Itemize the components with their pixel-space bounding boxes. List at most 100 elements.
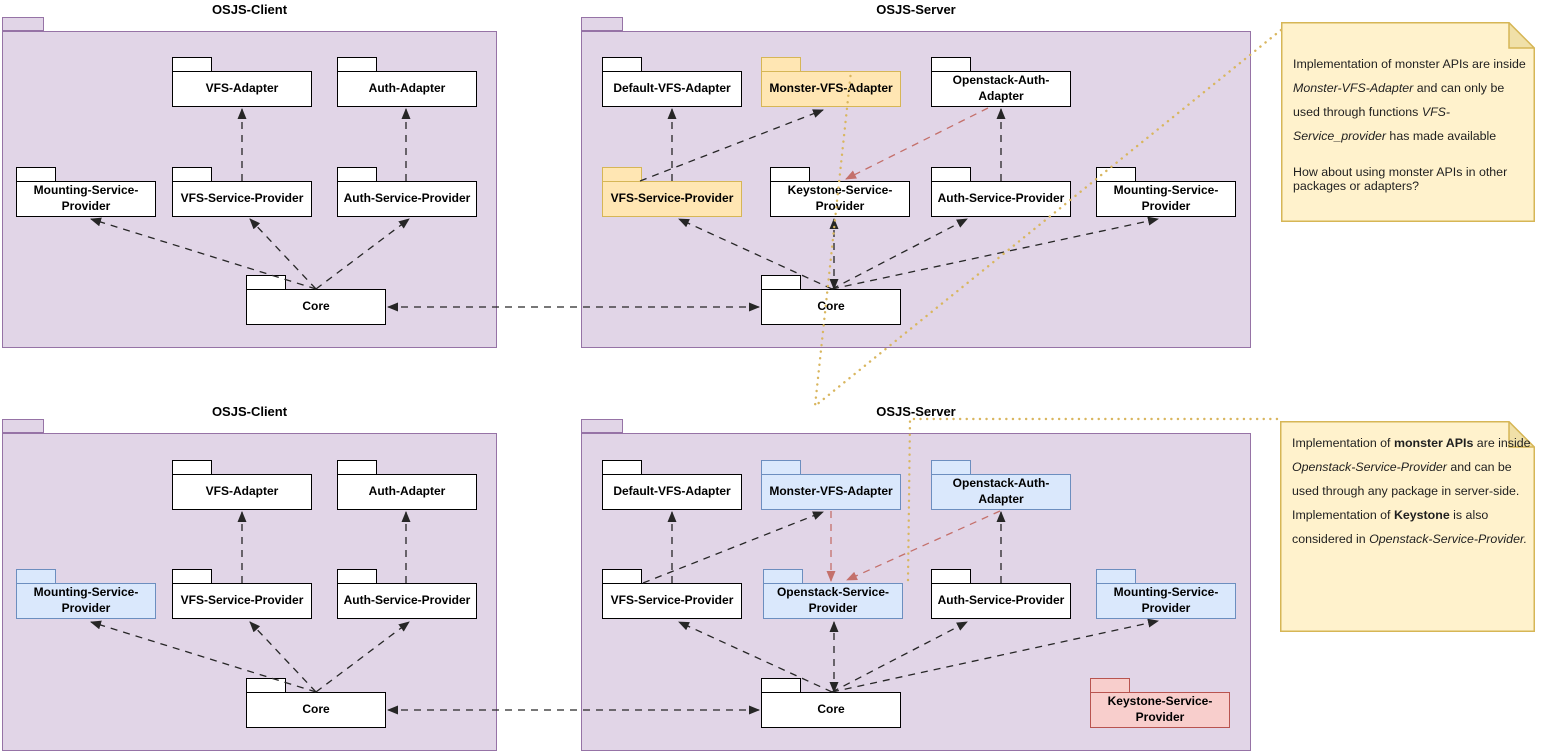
package-node-label: Openstack-Auth- Adapter: [952, 73, 1050, 103]
note-text-segment: monster APIs: [1393, 436, 1474, 450]
package-node-label: Default-VFS-Adapter: [613, 484, 731, 499]
package-container-tab: [581, 419, 623, 433]
package-node-keystone-service-provider: Keystone-Service- Provider: [770, 181, 910, 217]
note-text-segment: is also considered in: [1292, 508, 1489, 546]
package-node-core: Core: [246, 289, 386, 325]
diagram-title: OSJS-Client: [211, 2, 288, 17]
package-node-tab: [337, 460, 377, 475]
package-node-keystone-service-provider: Keystone-Service- Provider: [1090, 692, 1230, 728]
package-node-vfs-adapter: VFS-Adapter: [172, 71, 312, 107]
package-container-tab: [2, 17, 44, 31]
package-node-auth-adapter: Auth-Adapter: [337, 71, 477, 107]
package-node-mounting-service-provider: Mounting-Service- Provider: [16, 583, 156, 619]
package-node-vfs-service-provider: VFS-Service-Provider: [602, 583, 742, 619]
package-node-default-vfs-adapter: Default-VFS-Adapter: [602, 71, 742, 107]
note-text-segment: Monster-VFS-Adapter: [1293, 81, 1414, 95]
note-paragraph: How about using monster APIs in other pa…: [1293, 165, 1533, 193]
note-text-segment: Openstack-Service-Provider.: [1369, 532, 1528, 546]
package-node-core: Core: [761, 692, 901, 728]
package-node-tab: [931, 167, 971, 182]
package-node-vfs-service-provider: VFS-Service-Provider: [172, 181, 312, 217]
package-node-tab: [602, 569, 642, 584]
package-node-monster-vfs-adapter: Monster-VFS-Adapter: [761, 474, 901, 510]
package-node-auth-service-provider: Auth-Service-Provider: [337, 583, 477, 619]
package-node-tab: [602, 167, 642, 182]
package-node-label: Mounting-Service- Provider: [33, 585, 139, 615]
package-node-label: Openstack-Auth- Adapter: [952, 476, 1050, 506]
package-node-mounting-service-provider: Mounting-Service- Provider: [1096, 181, 1236, 217]
package-node-tab: [246, 678, 286, 693]
package-node-label: VFS-Service-Provider: [610, 191, 734, 206]
package-node-label: Mounting-Service- Provider: [1113, 183, 1219, 213]
package-node-tab: [931, 57, 971, 72]
package-node-label: Auth-Adapter: [368, 81, 446, 96]
package-node-label: Openstack-Service- Provider: [776, 585, 890, 615]
package-node-label: Auth-Service-Provider: [937, 593, 1065, 608]
package-node-tab: [172, 569, 212, 584]
note-text-segment: How about using monster APIs in other pa…: [1293, 165, 1508, 193]
package-node-tab: [1090, 678, 1130, 693]
package-node-core: Core: [246, 692, 386, 728]
package-node-label: Monster-VFS-Adapter: [769, 81, 893, 96]
note-text-segment: VFS-Service_provider: [1293, 105, 1451, 143]
note-shape: [1281, 22, 1535, 222]
package-node-tab: [761, 678, 801, 693]
note-text-segment: and can be used through any package in s…: [1292, 460, 1520, 522]
package-node-label: Keystone-Service- Provider: [1107, 694, 1213, 724]
package-node-vfs-adapter: VFS-Adapter: [172, 474, 312, 510]
diagram-title: OSJS-Server: [876, 2, 956, 17]
package-node-label: Core: [302, 299, 330, 314]
package-container-tab: [581, 17, 623, 31]
package-node-label: Core: [817, 299, 845, 314]
package-node-default-vfs-adapter: Default-VFS-Adapter: [602, 474, 742, 510]
package-node-tab: [337, 57, 377, 72]
package-node-label: Auth-Service-Provider: [343, 191, 471, 206]
package-node-tab: [761, 275, 801, 290]
package-node-tab: [337, 167, 377, 182]
package-node-auth-service-provider: Auth-Service-Provider: [337, 181, 477, 217]
package-node-label: Keystone-Service- Provider: [787, 183, 893, 213]
package-node-vfs-service-provider: VFS-Service-Provider: [602, 181, 742, 217]
note-text: Implementation of monster APIs are insid…: [1280, 421, 1535, 632]
package-node-tab: [761, 57, 801, 72]
package-node-label: VFS-Adapter: [205, 484, 279, 499]
note-text: Implementation of monster APIs are insid…: [1281, 22, 1535, 222]
package-node-label: VFS-Service-Provider: [610, 593, 734, 608]
note-folded-corner-icon: [1508, 22, 1535, 49]
diagram-title: OSJS-Client: [211, 404, 288, 419]
package-node-label: Auth-Adapter: [368, 484, 446, 499]
note-monster-apis-bottom: Implementation of monster APIs are insid…: [1280, 421, 1535, 632]
package-node-tab: [763, 569, 803, 584]
package-node-label: Default-VFS-Adapter: [613, 81, 731, 96]
package-node-core: Core: [761, 289, 901, 325]
package-node-tab: [602, 460, 642, 475]
package-node-label: Monster-VFS-Adapter: [769, 484, 893, 499]
package-node-tab: [931, 460, 971, 475]
package-container-tab: [2, 419, 44, 433]
note-paragraph: Implementation of monster APIs are insid…: [1293, 52, 1533, 148]
package-node-tab: [602, 57, 642, 72]
note-text-segment: and can only be used through functions: [1293, 81, 1505, 119]
package-node-openstack-auth-adapter: Openstack-Auth- Adapter: [931, 71, 1071, 107]
package-node-label: Core: [302, 702, 330, 717]
package-node-label: Core: [817, 702, 845, 717]
package-node-mounting-service-provider: Mounting-Service- Provider: [16, 181, 156, 217]
note-text-segment: Implementation of: [1292, 436, 1394, 450]
note-text-segment: Keystone: [1393, 508, 1450, 522]
note-monster-apis-top: Implementation of monster APIs are insid…: [1281, 22, 1535, 222]
note-folded-corner-icon: [1508, 421, 1535, 448]
package-node-openstack-auth-adapter: Openstack-Auth- Adapter: [931, 474, 1071, 510]
note-text-segment: are inside: [1473, 436, 1531, 450]
package-node-tab: [1096, 167, 1136, 182]
package-node-auth-service-provider: Auth-Service-Provider: [931, 583, 1071, 619]
package-node-tab: [761, 460, 801, 475]
note-shape: [1280, 421, 1535, 632]
package-node-mounting-service-provider: Mounting-Service- Provider: [1096, 583, 1236, 619]
package-node-tab: [931, 569, 971, 584]
package-node-tab: [1096, 569, 1136, 584]
package-node-label: Auth-Service-Provider: [937, 191, 1065, 206]
package-node-label: Mounting-Service- Provider: [33, 183, 139, 213]
package-node-label: VFS-Service-Provider: [180, 191, 304, 206]
note-text-segment: Implementation of monster APIs are insid…: [1293, 57, 1526, 71]
